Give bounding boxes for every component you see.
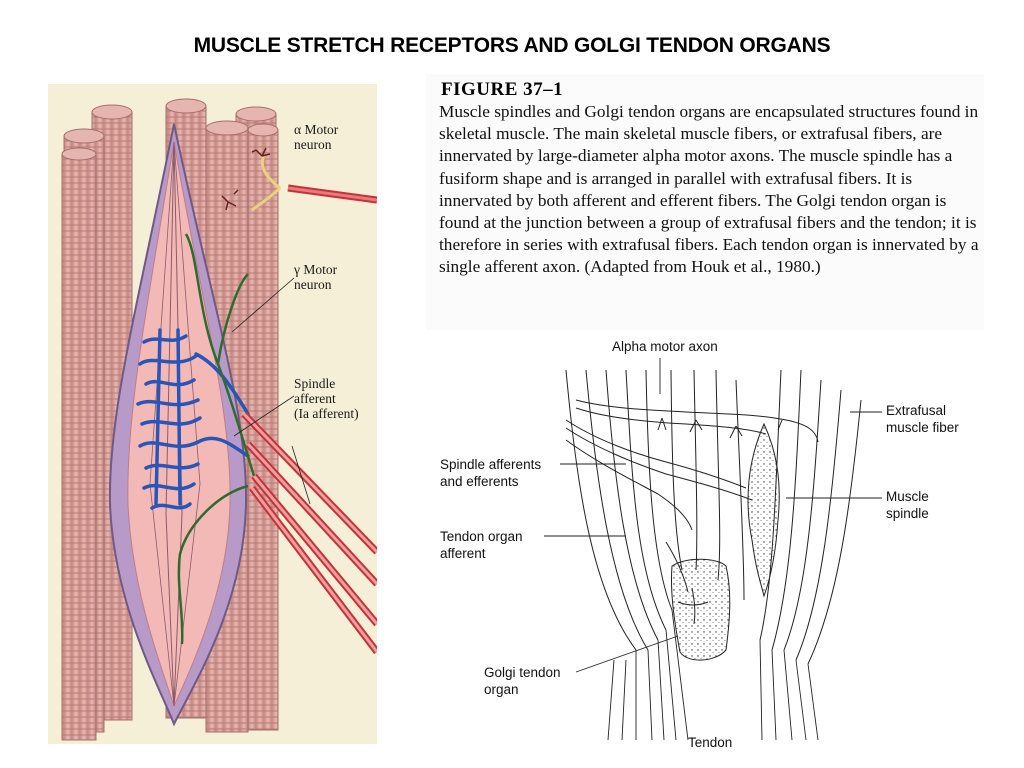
alpha-motor-neuron-label: α Motor neuron: [294, 122, 339, 152]
alpha-motor-axon: [221, 147, 377, 212]
figure-heading: FIGURE 37–1: [441, 79, 564, 100]
extrafusal-fiber-strands: [565, 369, 862, 665]
spindle-afferent-label: Spindle afferent (Ia afferent): [294, 376, 359, 421]
golgi-tendon-organ-shape: [670, 558, 731, 661]
gamma-efferent-fibers: [177, 233, 256, 645]
tendon-label: Tendon: [688, 735, 733, 750]
golgi-tendon-drawing: [426, 330, 986, 754]
slide-title: MUSCLE STRETCH RECEPTORS AND GOLGI TENDO…: [193, 34, 831, 57]
muscle-spindle-drawing: [48, 84, 377, 744]
tendon-organ-afferent-endings: [665, 541, 709, 625]
muscle-spindle-label: Muscle spindle: [886, 489, 929, 521]
muscle-spindle-shape: [747, 422, 780, 598]
extrafusal-fiber-label: Extrafusal muscle fiber: [886, 403, 959, 435]
gamma-motor-neuron-label: γ Motor neuron: [294, 262, 338, 292]
muscle-spindle-illustration: α Motor neuron γ Motor neuron Spindle af…: [48, 84, 377, 744]
spindle-afferents-efferents-label: Spindle afferents and efferents: [440, 457, 542, 489]
alpha-motor-axon-label: Alpha motor axon: [612, 339, 718, 354]
tendon-organ-afferent-label: Tendon organ afferent: [440, 529, 523, 561]
left-leader-lines: [231, 277, 311, 505]
axon-lines: [565, 399, 819, 531]
figure-caption: Muscle spindles and Golgi tendon organs …: [439, 102, 979, 277]
tendon-fibers: [607, 609, 819, 741]
nerve-bundle: [241, 411, 377, 655]
golgi-tendon-illustration: Alpha motor axon Extrafusal muscle fiber…: [426, 330, 986, 754]
right-leader-lines: [544, 358, 882, 673]
golgi-tendon-organ-label: Golgi tendon organ: [484, 665, 561, 697]
caption-background: [426, 74, 984, 374]
